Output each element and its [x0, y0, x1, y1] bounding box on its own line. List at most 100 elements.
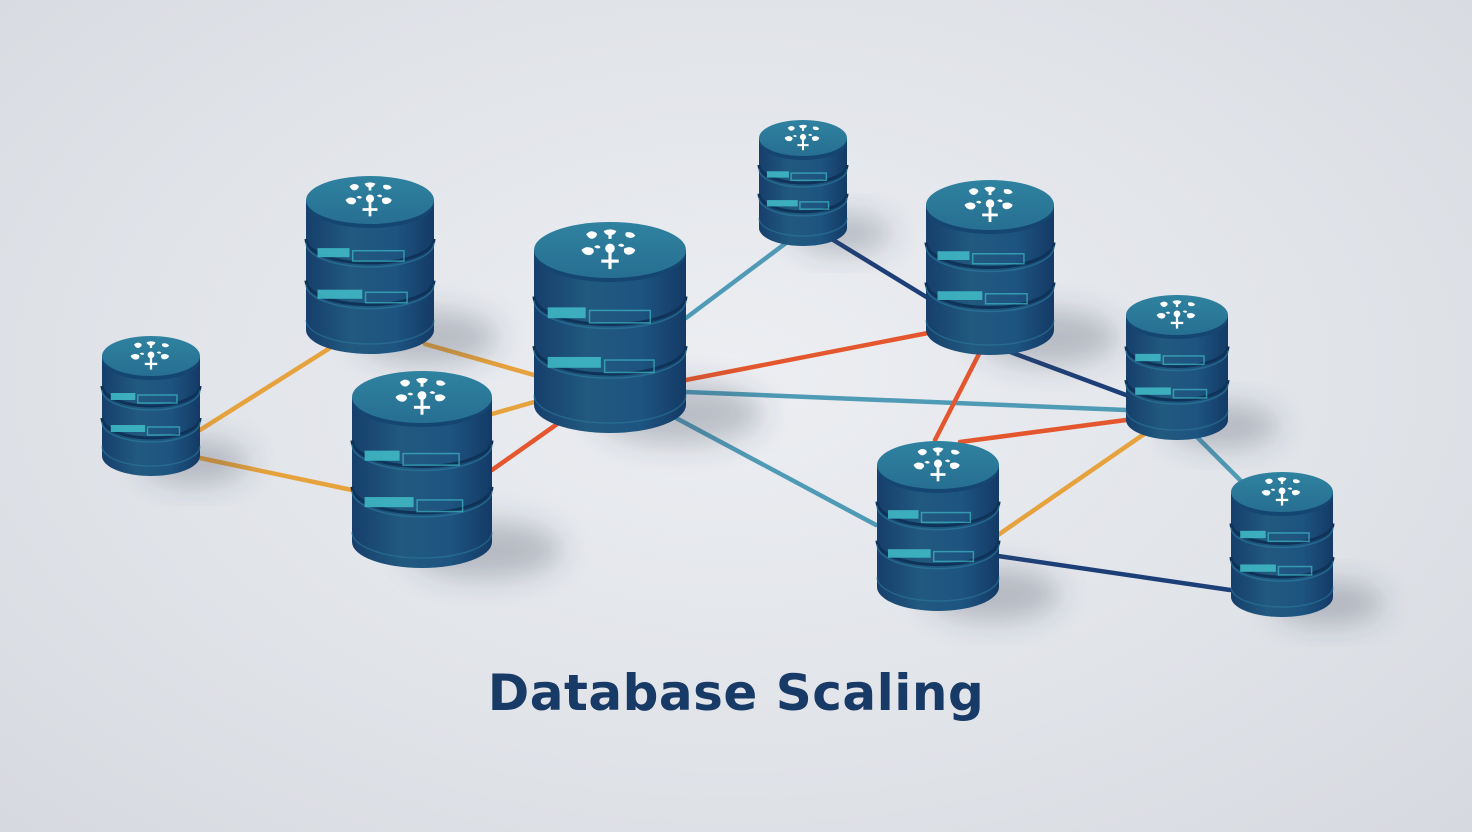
cylinder-band: [100, 417, 202, 440]
cylinder-band: [1124, 346, 1230, 368]
cylinder-band-highlight: [351, 490, 493, 518]
indicator-slot: [799, 201, 830, 210]
cylinder-body: [306, 200, 434, 354]
indicator-slot: [137, 394, 178, 404]
indicator-bar: [317, 248, 350, 258]
cylinder-body: [1231, 492, 1333, 617]
cylinder-band-highlight: [351, 444, 493, 472]
link-n3-n4: [489, 419, 563, 473]
indicator-bar: [887, 510, 919, 519]
link-n6-n8: [932, 349, 983, 443]
indicator-slot: [932, 550, 975, 563]
indicator-bar: [1240, 564, 1276, 572]
cylinder-body: [926, 205, 1054, 355]
link-n4-n7: [683, 389, 1129, 413]
indicator-slot: [1267, 532, 1310, 543]
indicator-bar: [110, 393, 136, 400]
indicator-slot: [351, 249, 405, 262]
database-node-far-right: [1229, 472, 1384, 625]
cylinder-band-highlight: [305, 284, 435, 310]
cylinder-band: [350, 440, 494, 468]
cylinder-band-highlight: [1230, 561, 1334, 582]
cylinder-band: [757, 164, 849, 185]
database-node-lower-center-right: [875, 441, 1060, 621]
indicator-bar: [547, 307, 586, 319]
link-n7-n8: [957, 417, 1129, 445]
cylinder-band-highlight: [101, 389, 201, 411]
cylinder-rim: [533, 394, 687, 424]
cylinder-band-highlight: [305, 242, 435, 268]
indicator-slot: [1172, 388, 1208, 399]
indicator-bar: [887, 549, 931, 558]
cylinder-band: [304, 280, 436, 307]
indicator-slot: [790, 172, 828, 182]
indicator-bar: [1135, 353, 1161, 362]
database-node-top: [757, 120, 891, 254]
database-node-lower-left: [350, 371, 562, 579]
cylinder-body: [759, 138, 847, 246]
indicator-slot: [1277, 565, 1313, 576]
cylinder-rim: [925, 319, 1055, 346]
database-node-far-left: [100, 336, 250, 484]
cylinder-rim: [351, 531, 493, 559]
link-n3-n4: [489, 399, 537, 417]
cylinder-band-highlight: [1230, 527, 1334, 549]
indicator-slot: [920, 511, 972, 524]
cylinder-band: [924, 282, 1056, 309]
cylinder-rim: [101, 445, 201, 467]
cylinder-band: [1229, 523, 1335, 545]
indicator-bar: [110, 425, 146, 432]
cylinder-body: [102, 356, 200, 476]
cylinder-body: [877, 465, 999, 611]
cylinder-band-highlight: [758, 168, 848, 188]
database-node-right: [1124, 295, 1279, 448]
indicator-slot: [364, 291, 408, 304]
indicator-bar: [1240, 530, 1266, 539]
cylinder-body: [534, 250, 686, 433]
diagram-title: Database Scaling: [487, 664, 985, 722]
cylinder-band-highlight: [1125, 384, 1229, 405]
indicator-bar: [766, 171, 789, 178]
indicator-bar: [317, 289, 363, 299]
cylinder-band-highlight: [925, 286, 1055, 313]
cylinder-rim: [1125, 409, 1229, 431]
cylinder-band: [924, 242, 1056, 269]
link-n1-n2: [197, 345, 333, 433]
cylinder-body: [1126, 315, 1228, 440]
cylinder-rim: [758, 217, 848, 237]
cylinder-band-highlight: [1125, 350, 1229, 372]
nodes-layer: [100, 120, 1384, 625]
link-n7-n8: [995, 427, 1153, 538]
cylinder-band: [304, 238, 436, 265]
indicator-slot: [416, 499, 464, 513]
indicator-slot: [984, 293, 1028, 305]
link-n4-n5: [683, 237, 793, 321]
cylinder-band: [1124, 379, 1230, 402]
indicator-slot: [971, 253, 1025, 265]
link-n8-n9: [995, 553, 1233, 593]
indicator-slot: [603, 359, 655, 374]
indicator-slot: [588, 309, 652, 324]
link-n4-n6: [683, 330, 931, 383]
cylinder-band: [532, 296, 688, 326]
cylinder-band: [532, 345, 688, 376]
indicator-bar: [364, 450, 400, 461]
cylinder-band-highlight: [533, 350, 687, 379]
indicator-bar: [766, 200, 798, 207]
cylinder-band: [1229, 556, 1335, 579]
cylinder-rim: [1230, 586, 1334, 608]
cylinder-band-highlight: [758, 197, 848, 217]
indicator-bar: [937, 251, 970, 260]
indicator-slot: [146, 426, 181, 436]
cylinder-band-highlight: [876, 505, 1000, 531]
cylinder-band: [350, 486, 494, 515]
cylinder-band-highlight: [876, 544, 1000, 570]
database-node-upper-left: [304, 176, 498, 364]
indicator-bar: [1135, 387, 1171, 395]
indicator-bar: [364, 497, 414, 508]
cylinder-rim: [876, 576, 1000, 602]
indicator-slot: [402, 452, 460, 466]
cylinder-body: [352, 397, 492, 568]
indicator-bar: [937, 291, 983, 300]
